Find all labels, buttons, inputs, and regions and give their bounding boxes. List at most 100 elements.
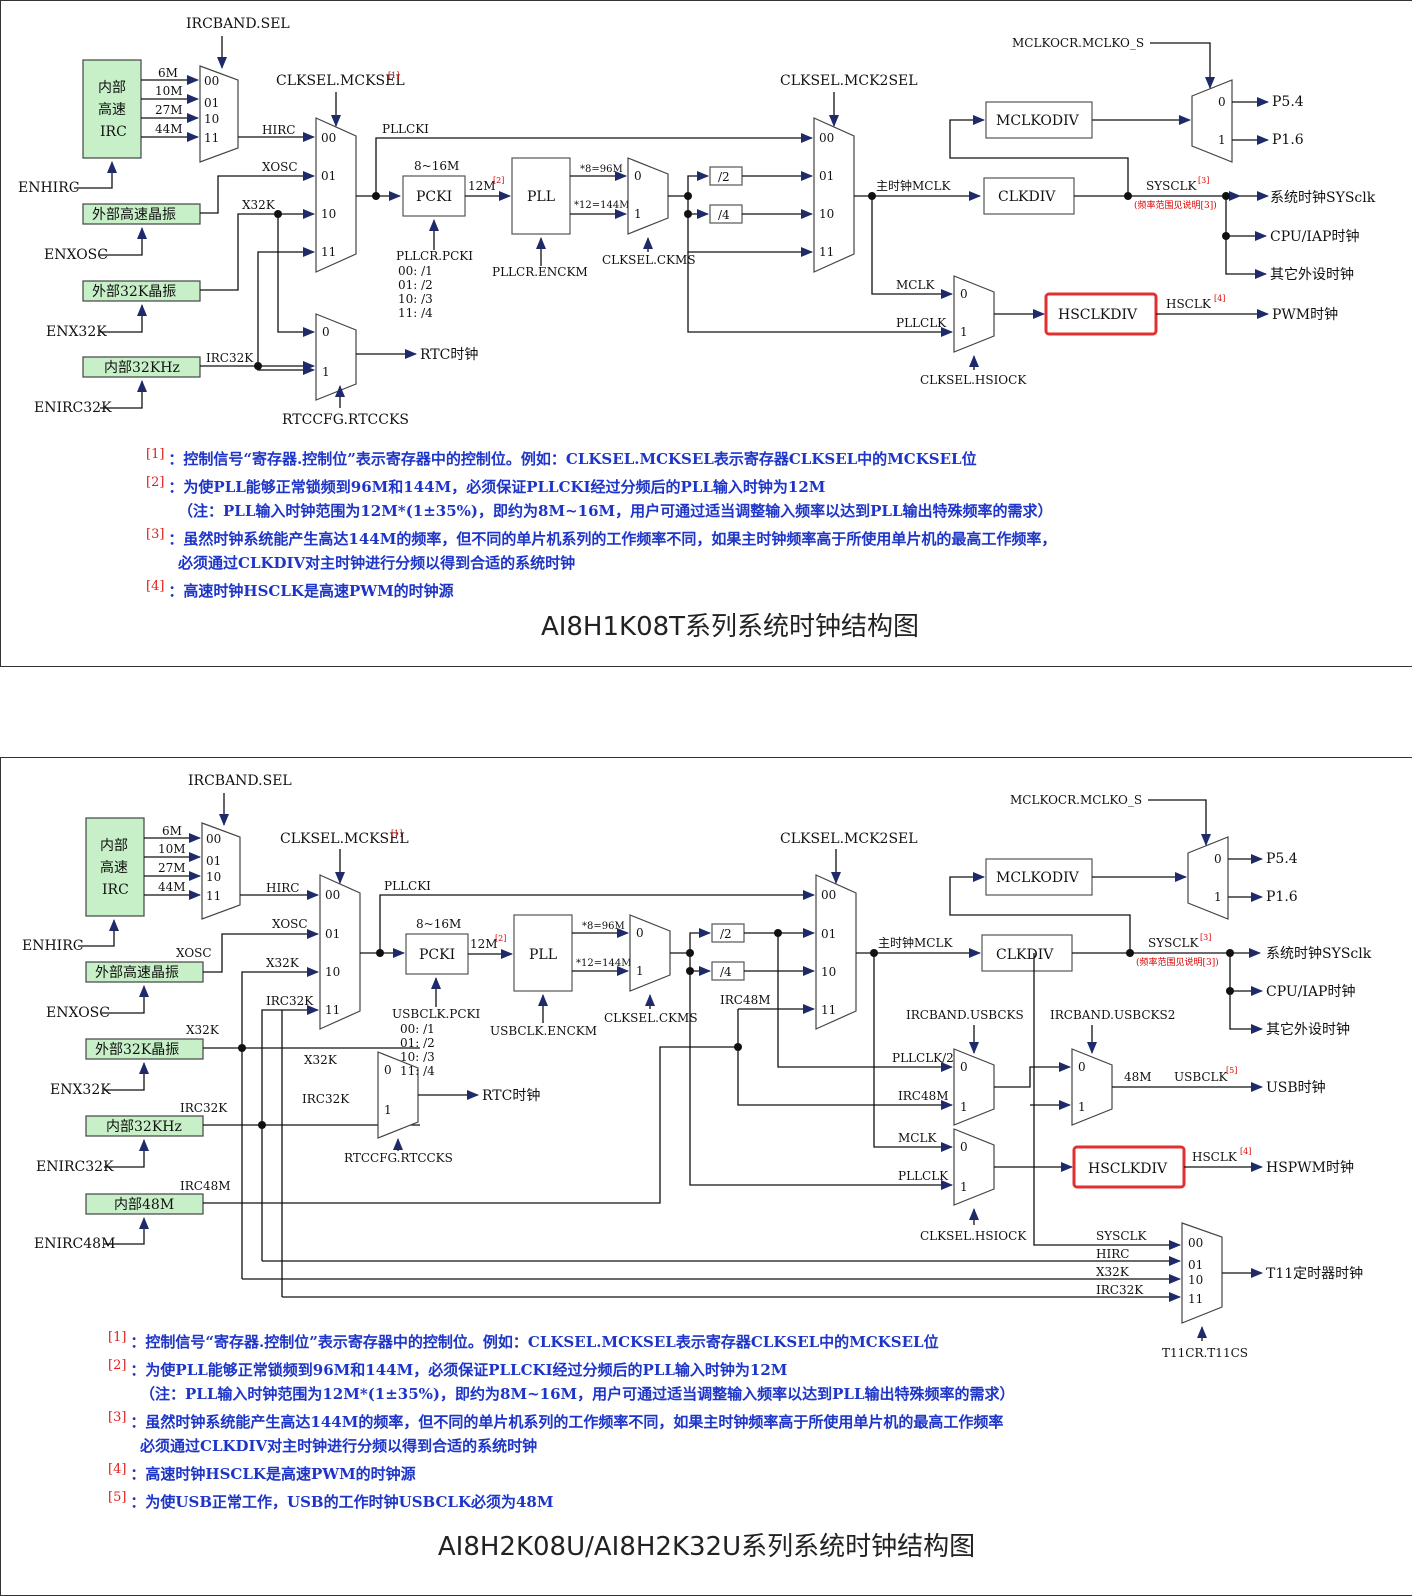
pcki-div-1: 00: /1	[398, 264, 433, 278]
diagram-panel-1	[0, 0, 1412, 667]
clkdiv-label: CLKDIV	[998, 189, 1056, 205]
x32k-label: X32K	[242, 198, 276, 212]
internal-hirc-block	[82, 59, 142, 159]
ckms-mux	[627, 157, 669, 235]
main-mclk-label: 主时钟MCLK	[876, 178, 951, 193]
pllcr-pcki-label: PLLCR.PCKI	[396, 249, 473, 263]
mclko-mux	[1191, 79, 1233, 163]
mck2sel-10: 10	[819, 207, 834, 221]
pll-block	[511, 157, 571, 235]
note-line: 必须通过CLKDIV对主时钟进行分频以得到合适的系统时钟	[178, 554, 576, 572]
int-32k-block	[82, 356, 201, 378]
hsclkdiv-label: HSCLKDIV	[1058, 307, 1138, 323]
ircband-sel-10: 10	[204, 112, 219, 126]
note-line: [5]：为使USB正常工作，USB的工作时钟USBCLK必须为48M	[108, 1490, 554, 1511]
xosc-label: XOSC	[262, 160, 298, 174]
note-line: [4]：高速时钟HSCLK是高速PWM的时钟源	[108, 1462, 416, 1483]
cpu-clock-output: CPU/IAP时钟	[1270, 228, 1359, 245]
note-line: [2]：为使PLL能够正常锁频到96M和144M，必须保证PLLCKI经过分频后…	[108, 1358, 788, 1379]
sysclk-label: SYSCLK	[1146, 179, 1198, 193]
note-line: [3]：虽然时钟系统能产生高达144M的频率，但不同的单片机系列的工作频率不同，…	[108, 1410, 1004, 1431]
pll-label: PLL	[527, 189, 555, 205]
freq-6m: 6M	[158, 66, 178, 80]
mclkodiv-label: MCLKODIV	[996, 113, 1080, 129]
sysclk-note-mark: [3]	[1198, 176, 1209, 185]
mcksel-10: 10	[321, 207, 336, 221]
p16-output: P1.6	[1272, 132, 1304, 148]
pwm-clock-output: PWM时钟	[1272, 306, 1338, 323]
hsclk-label: HSCLK	[1166, 297, 1212, 311]
mcksel-01: 01	[321, 169, 336, 183]
ircband-mux	[199, 65, 239, 163]
div4-label: /4	[718, 208, 730, 222]
pll-note-mark: [2]	[493, 176, 504, 185]
ext-osc-label: 外部高速晶振	[92, 206, 176, 223]
freq-10m: 10M	[155, 84, 183, 98]
note-line: 必须通过CLKDIV对主时钟进行分频以得到合适的系统时钟	[140, 1437, 538, 1455]
freq-44m: 44M	[155, 122, 183, 136]
rtc-mux	[315, 313, 357, 401]
mck2sel-label: CLKSEL.MCK2SEL	[780, 73, 918, 89]
pcki-div-3: 10: /3	[398, 292, 433, 306]
mcksel-11: 11	[321, 245, 336, 259]
enhirc-label: ENHIRC	[18, 180, 79, 196]
note-line: [2]：为使PLL能够正常锁频到96M和144M，必须保证PLLCKI经过分频后…	[146, 475, 826, 496]
mclkodiv-block	[985, 101, 1093, 139]
clkdiv-block	[983, 177, 1075, 215]
mcksel-label: CLKSEL.MCKSEL	[276, 73, 405, 89]
rtccks-label: RTCCFG.RTCCKS	[282, 412, 409, 428]
hsiock-mux-1: 1	[960, 325, 968, 339]
pcki-div-4: 11: /4	[398, 306, 433, 320]
hsclk-note-mark: [4]	[1214, 294, 1225, 303]
int-32k-label: 内部32KHz	[104, 360, 180, 376]
mclkocr-label: MCLKOCR.MCLKO_S	[1012, 36, 1144, 50]
rtc-mux-0: 0	[322, 325, 330, 339]
mclko-mux-0: 0	[1218, 95, 1226, 109]
hsiock-mux	[953, 275, 995, 353]
mck2sel-mux	[813, 117, 855, 273]
hsiock-label: CLKSEL.HSIOCK	[920, 373, 1027, 387]
irc-label-line2: 高速	[98, 101, 126, 118]
pllcki-label: PLLCKI	[382, 122, 429, 136]
ckms-mux-0: 0	[634, 169, 642, 183]
div2-label: /2	[718, 170, 730, 184]
notes-2: [1]：控制信号“寄存器.控制位”表示寄存器中的控制位。例如：CLKSEL.MC…	[108, 1326, 1015, 1514]
note-line: （注：PLL输入时钟范围为12M*(1±35%)，即约为8M~16M，用户可通过…	[140, 1385, 1015, 1403]
hsiock-mux-0: 0	[960, 287, 968, 301]
pllcr-enckm-label: PLLCR.ENCKM	[492, 265, 588, 279]
mck2sel-00: 00	[819, 131, 834, 145]
pcki-label: PCKI	[416, 189, 452, 205]
irc32k-label: IRC32K	[206, 351, 254, 365]
ext-osc-block	[82, 203, 201, 225]
ircband-sel-01: 01	[204, 96, 219, 110]
mck2sel-11: 11	[819, 245, 834, 259]
ckms-label: CLKSEL.CKMS	[602, 253, 696, 267]
clock-diagram-1: 内部 高速 IRC 外部高速晶振 外部32K晶振 内部32KHz ENHIRC …	[18, 16, 1376, 428]
hirc-label: HIRC	[262, 123, 295, 137]
ircband-sel-00: 00	[204, 74, 219, 88]
ext-32k-label: 外部32K晶振	[92, 284, 176, 300]
mck2sel-01: 01	[819, 169, 834, 183]
enx32k-label: ENX32K	[46, 324, 107, 340]
freq-27m: 27M	[155, 103, 183, 117]
pll-x12-label: *12=144M	[574, 200, 629, 211]
note-line: [1]：控制信号“寄存器.控制位”表示寄存器中的控制位。例如：CLKSEL.MC…	[108, 1330, 939, 1351]
enxosc-label: ENXOSC	[44, 247, 108, 263]
mcksel-mux	[315, 117, 357, 273]
other-clock-output: 其它外设时钟	[1270, 266, 1354, 283]
note-line: [1]：控制信号“寄存器.控制位”表示寄存器中的控制位。例如：CLKSEL.MC…	[146, 447, 977, 468]
rtc-clock-output: RTC时钟	[420, 346, 478, 363]
sysclk-range-note: (频率范围见说明[3])	[1134, 199, 1217, 211]
enirc32k-label: ENIRC32K	[34, 400, 112, 416]
ircband-sel-label: IRCBAND.SEL	[186, 16, 290, 32]
mcksel-note-mark: [1]	[388, 71, 399, 80]
pcki-range: 8~16M	[414, 159, 459, 173]
mclk-label: MCLK	[896, 278, 935, 292]
ckms-mux-1: 1	[634, 207, 642, 221]
pll-input-12m: 12M	[468, 179, 496, 193]
irc-label-line1: 内部	[98, 80, 126, 96]
note-line: [3]：虽然时钟系统能产生高达144M的频率，但不同的单片机系列的工作频率不同，…	[146, 527, 1057, 548]
notes-1: [1]：控制信号“寄存器.控制位”表示寄存器中的控制位。例如：CLKSEL.MC…	[146, 443, 1056, 603]
note-line: [4]：高速时钟HSCLK是高速PWM的时钟源	[146, 579, 454, 600]
mclko-mux-1: 1	[1218, 133, 1226, 147]
